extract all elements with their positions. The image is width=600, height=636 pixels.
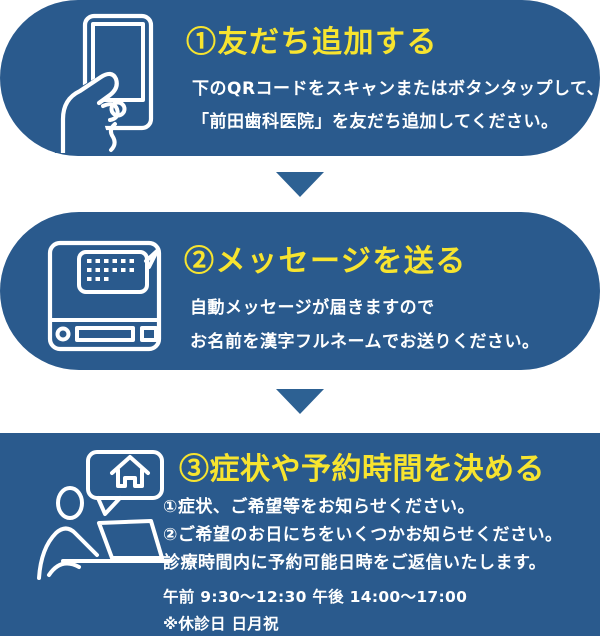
step-3-description-line-2: ②ご希望のお日にちをいくつかお知らせください。: [163, 525, 563, 545]
step-1-heading: ①友だち追加する: [186, 25, 438, 60]
step-3-closed-days: ※休診日 日月祝: [163, 615, 279, 633]
step-3-description-line-3: 診療時間内に予約可能日時をご返信いたします。: [163, 553, 547, 573]
step-3-heading: ③症状や予約時間を決める: [179, 452, 545, 487]
smartphone-in-hand-icon: [55, 8, 175, 153]
person-laptop-chat-icon: [35, 448, 180, 583]
step-1-description-line-1: 下のQRコードをスキャンまたはボタンタップして、: [192, 79, 600, 99]
down-arrow-icon: [276, 389, 324, 414]
step-2-heading: ②メッセージを送る: [184, 244, 467, 279]
down-arrow-icon: [276, 172, 324, 197]
step-1-panel: ①友だち追加する 下のQRコードをスキャンまたはボタンタップして、 「前田歯科医…: [0, 0, 600, 156]
step-3-panel: ③症状や予約時間を決める ①症状、ご希望等をお知らせください。 ②ご希望のお日に…: [0, 433, 600, 636]
fax-answering-machine-icon: [47, 240, 162, 352]
step-3-hours: 午前 9:30～12:30 午後 14:00～17:00: [163, 588, 468, 606]
step-2-description-line-1: 自動メッセージが届きますので: [190, 298, 435, 318]
step-2-description-line-2: お名前を漢字フルネームでお送りください。: [190, 332, 540, 352]
step-1-description-line-2: 「前田歯科医院」を友だち追加してください。: [192, 112, 559, 132]
step-2-panel: ②メッセージを送る 自動メッセージが届きますので お名前を漢字フルネームでお送り…: [0, 212, 600, 370]
step-3-description-line-1: ①症状、ご希望等をお知らせください。: [163, 497, 476, 517]
